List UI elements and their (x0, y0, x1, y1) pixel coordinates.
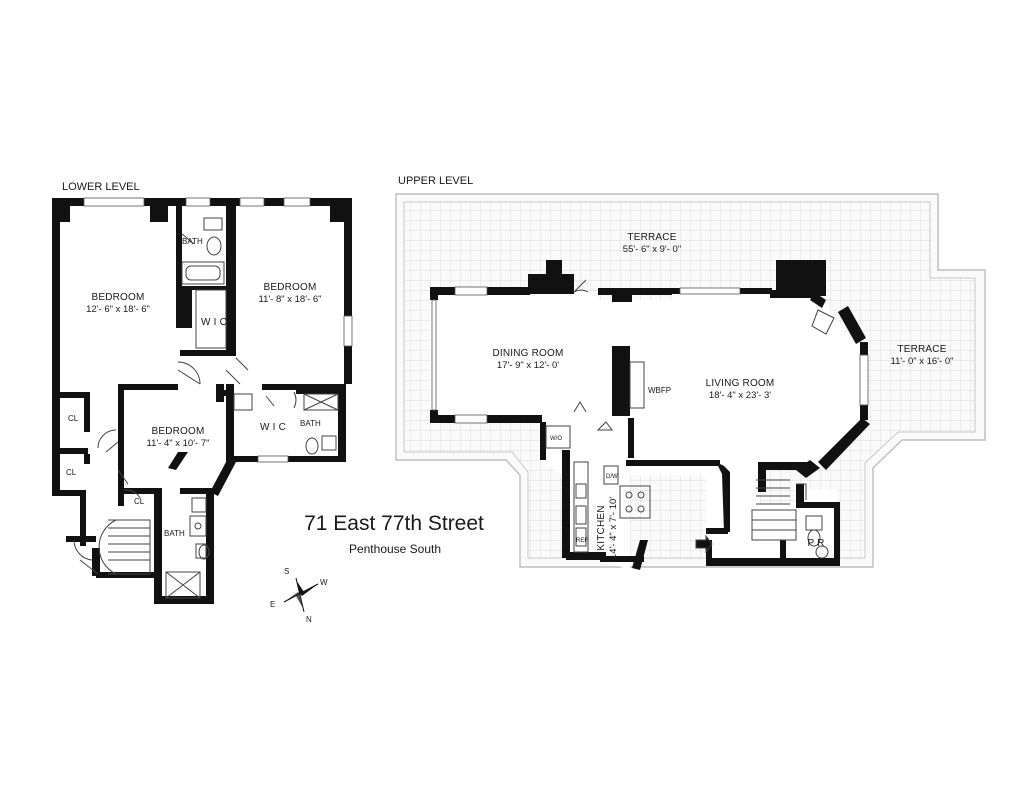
dining-room-name: DINING ROOM (492, 348, 563, 359)
terrace-top-name: TERRACE (627, 232, 676, 243)
wic-1-label: W I C (201, 317, 227, 328)
compass-w: W (320, 578, 328, 587)
title-block: 71 East 77th Street Penthouse South (304, 512, 484, 556)
bedroom-1-name: BEDROOM (91, 292, 144, 303)
powder-room-label: P R (807, 538, 824, 549)
level-labels: LOWER LEVEL UPPER LEVEL (62, 175, 473, 193)
bedroom-3-dims: 11'- 4" x 10'- 7" (146, 438, 209, 449)
terrace-top-dims: 55'- 6" x 9'- 0" (623, 244, 681, 255)
upper-walls (430, 260, 870, 570)
lower-details (73, 217, 339, 599)
bedroom-1-dims: 12'- 6" x 18'- 6" (86, 304, 150, 315)
compass-n: N (306, 615, 312, 624)
compass-s: S (284, 567, 289, 576)
upper-details (545, 279, 835, 559)
bath-low-label: BATH (164, 529, 185, 538)
upper-room-labels: TERRACE 55'- 6" x 9'- 0" TERRACE 11'- 0"… (492, 232, 953, 559)
lower-room-labels: BEDROOM 12'- 6" x 18'- 6" BEDROOM 11'- 8… (66, 237, 322, 538)
upper-level-label: UPPER LEVEL (398, 175, 473, 187)
unit-subtitle: Penthouse South (349, 542, 441, 556)
compass-e: E (270, 600, 275, 609)
bedroom-3-name: BEDROOM (151, 426, 204, 437)
bedroom-2-dims: 11'- 8" x 18'- 6" (258, 294, 321, 305)
wall-oven-label: W/O (550, 436, 562, 442)
bedroom-2-name: BEDROOM (263, 282, 316, 293)
lower-level-label: LOWER LEVEL (62, 181, 140, 193)
address-title: 71 East 77th Street (304, 512, 484, 535)
kitchen-dims: 14'- 4" x 7'- 10' (608, 497, 619, 559)
kitchen-name: KITCHEN (596, 505, 607, 550)
terrace-right-dims: 11'- 0" x 16'- 0" (890, 356, 953, 367)
dining-room-dims: 17'- 9" x 12'- 0' (497, 360, 559, 371)
closet-3-label: CL (134, 497, 145, 506)
fireplace-label: WBFP (648, 386, 671, 395)
upper-interior (432, 278, 866, 570)
bath-mid-label: BATH (300, 419, 321, 428)
living-room-name: LIVING ROOM (706, 378, 775, 389)
dishwasher-label: D/W (606, 474, 618, 480)
compass-labels: S W E N (270, 567, 328, 624)
lower-interior (56, 202, 348, 598)
terrace-right-name: TERRACE (897, 344, 946, 355)
lower-walls (52, 197, 353, 604)
bath-top-label: BATH (182, 237, 203, 246)
closet-1-label: CL (68, 414, 79, 423)
living-room-dims: 18'- 4" x 23'- 3' (709, 390, 771, 401)
compass-rose (283, 577, 319, 613)
refrigerator-label: REF (576, 538, 588, 544)
wic-2-label: W I C (260, 422, 286, 433)
closet-2-label: CL (66, 468, 77, 477)
